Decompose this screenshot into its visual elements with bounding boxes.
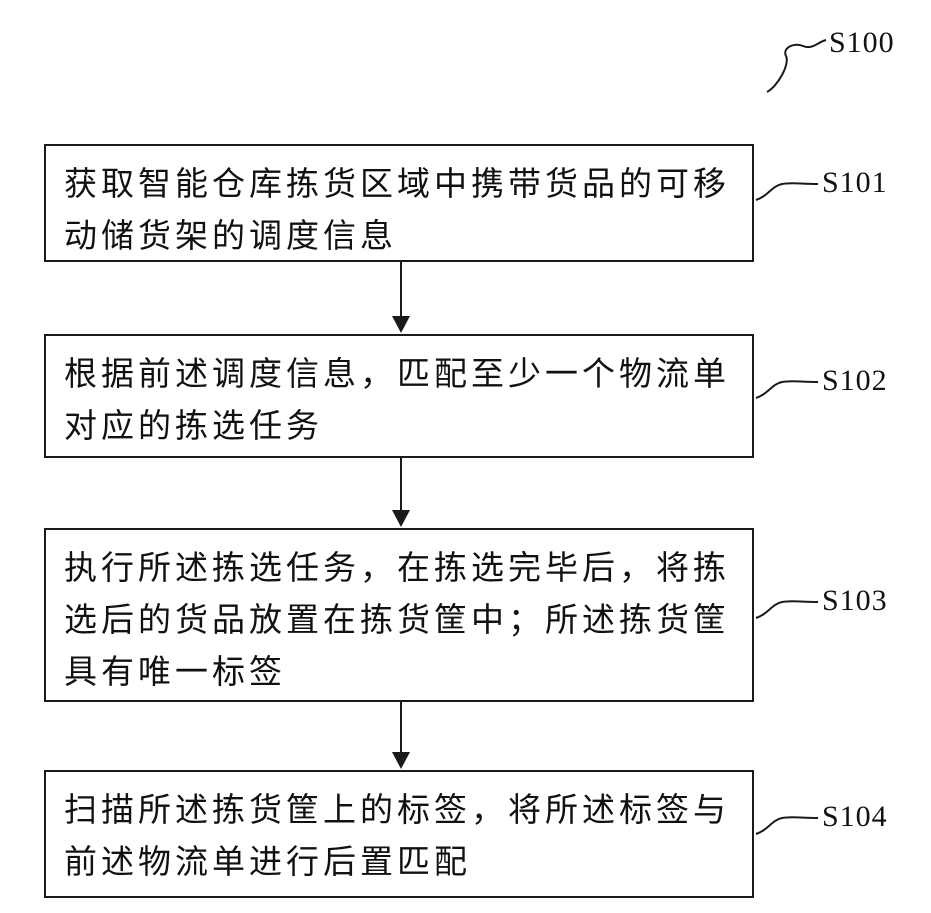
step-box-s103: 执行所述拣选任务，在拣选完毕后，将拣 选后的货品放置在拣货筐中；所述拣货筐 具有…	[44, 528, 754, 702]
step-box-s102: 根据前述调度信息，匹配至少一个物流单 对应的拣选任务	[44, 334, 754, 458]
s104-leader-line	[756, 817, 818, 834]
step-text-line: 扫描所述拣货筐上的标签，将所述标签与	[64, 784, 734, 836]
step-label-s103: S103	[822, 584, 888, 618]
s103-leader-line	[756, 601, 818, 618]
step-text-line: 根据前述调度信息，匹配至少一个物流单	[64, 348, 734, 400]
step-text-line: 前述物流单进行后置匹配	[64, 836, 734, 888]
overall-step-label: S100	[829, 26, 895, 60]
arrow-s102-s103	[392, 458, 410, 527]
step-box-s104: 扫描所述拣货筐上的标签，将所述标签与 前述物流单进行后置匹配	[44, 770, 754, 898]
arrow-s101-s102	[392, 262, 410, 333]
s101-leader-line	[756, 183, 818, 200]
step-text-line: 执行所述拣选任务，在拣选完毕后，将拣	[64, 542, 734, 594]
step-box-s101: 获取智能仓库拣货区域中携带货品的可移 动储货架的调度信息	[44, 144, 754, 262]
s100-leader-line	[767, 40, 826, 92]
step-label-s104: S104	[822, 800, 888, 834]
step-text-line: 获取智能仓库拣货区域中携带货品的可移	[64, 158, 734, 210]
step-text-line: 具有唯一标签	[64, 646, 734, 698]
s102-leader-line	[756, 381, 818, 398]
step-text-line: 动储货架的调度信息	[64, 210, 734, 262]
step-text-line: 对应的拣选任务	[64, 400, 734, 452]
step-label-s102: S102	[822, 364, 888, 398]
step-label-s101: S101	[822, 166, 888, 200]
arrow-s103-s104	[392, 702, 410, 769]
step-text-line: 选后的货品放置在拣货筐中；所述拣货筐	[64, 594, 734, 646]
